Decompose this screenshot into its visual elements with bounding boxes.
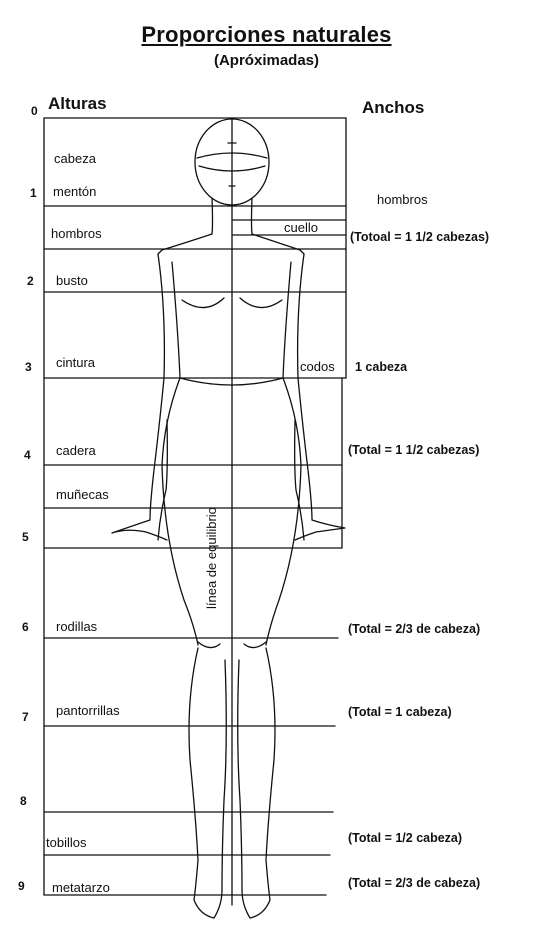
heights-column-header: Alturas [48, 94, 107, 113]
arm-left-inner [171, 261, 181, 379]
arm-right-inner [282, 261, 292, 379]
leg-right-outer [241, 647, 276, 919]
scale-number-3: 3 [25, 360, 32, 374]
leg-left-outer [188, 647, 223, 919]
bust-right [239, 297, 283, 309]
head-outline [194, 118, 270, 206]
shoulder-left [157, 233, 213, 255]
height-label-busto: busto [56, 273, 88, 288]
knee-right [243, 641, 267, 649]
arm-left-outer [111, 253, 168, 541]
balance-line-label: línea de equilibrio [204, 507, 219, 609]
waist-curve [179, 377, 284, 386]
height-label-pantorrillas: pantorrillas [56, 703, 120, 718]
diagram-subtitle: (Apróximadas) [213, 52, 320, 69]
forearm-left-inner [157, 419, 168, 541]
width-total-hombros: (Totoal = 1 1/2 cabezas) [350, 230, 490, 244]
leg-left-inner [221, 659, 227, 891]
scale-number-0: 0 [31, 104, 38, 118]
scale-number-9: 9 [18, 879, 25, 893]
neck-right [250, 197, 253, 235]
widths-column-header: Anchos [362, 98, 425, 117]
hip-left-outer [161, 377, 199, 646]
scale-number-8: 8 [20, 794, 27, 808]
arm-right-outer [294, 253, 346, 541]
height-label-munecas: muñecas [56, 487, 109, 502]
height-label-hombros: hombros [51, 226, 102, 241]
head-mid-line [198, 165, 266, 172]
height-label-menton: mentón [53, 184, 97, 199]
leg-right-inner [237, 659, 243, 891]
height-label-rodillas: rodillas [56, 619, 98, 634]
diagram-title: Proporciones naturales [141, 22, 392, 47]
neck-left [211, 197, 214, 235]
scale-number-1: 1 [30, 186, 37, 200]
forearm-right-inner [294, 419, 305, 541]
shoulder-right [251, 233, 305, 255]
eye-line [196, 152, 268, 159]
scale-number-6: 6 [22, 620, 29, 634]
height-label-cabeza: cabeza [54, 151, 96, 166]
height-label-tobillos: tobillos [46, 835, 87, 850]
height-label-metatarzo: metatarzo [52, 880, 110, 895]
scale-number-2: 2 [27, 274, 34, 288]
scale-number-4: 4 [24, 448, 31, 462]
width-total-pantorrillas: (Total = 1 cabeza) [348, 705, 452, 719]
hip-right-outer [265, 377, 302, 646]
scale-number-5: 5 [22, 530, 29, 544]
height-label-cintura: cintura [56, 355, 96, 370]
knee-left [197, 641, 221, 649]
width-total-rodillas: (Total = 2/3 de cabeza) [348, 622, 481, 636]
width-label-cuello: cuello [284, 220, 318, 235]
width-label-codos: codos [300, 359, 335, 374]
height-label-cadera: cadera [56, 443, 96, 458]
width-total-cadera: (Total = 1 1/2 cabezas) [348, 443, 480, 457]
scale-number-7: 7 [22, 710, 29, 724]
width-label-hombros: hombros [377, 192, 428, 207]
width-total-cintura: 1 cabeza [355, 360, 408, 374]
width-total-metatarzo: (Total = 2/3 de cabeza) [348, 876, 481, 890]
bust-left [181, 297, 225, 309]
width-total-tobillos: (Total = 1/2 cabeza) [348, 831, 463, 845]
